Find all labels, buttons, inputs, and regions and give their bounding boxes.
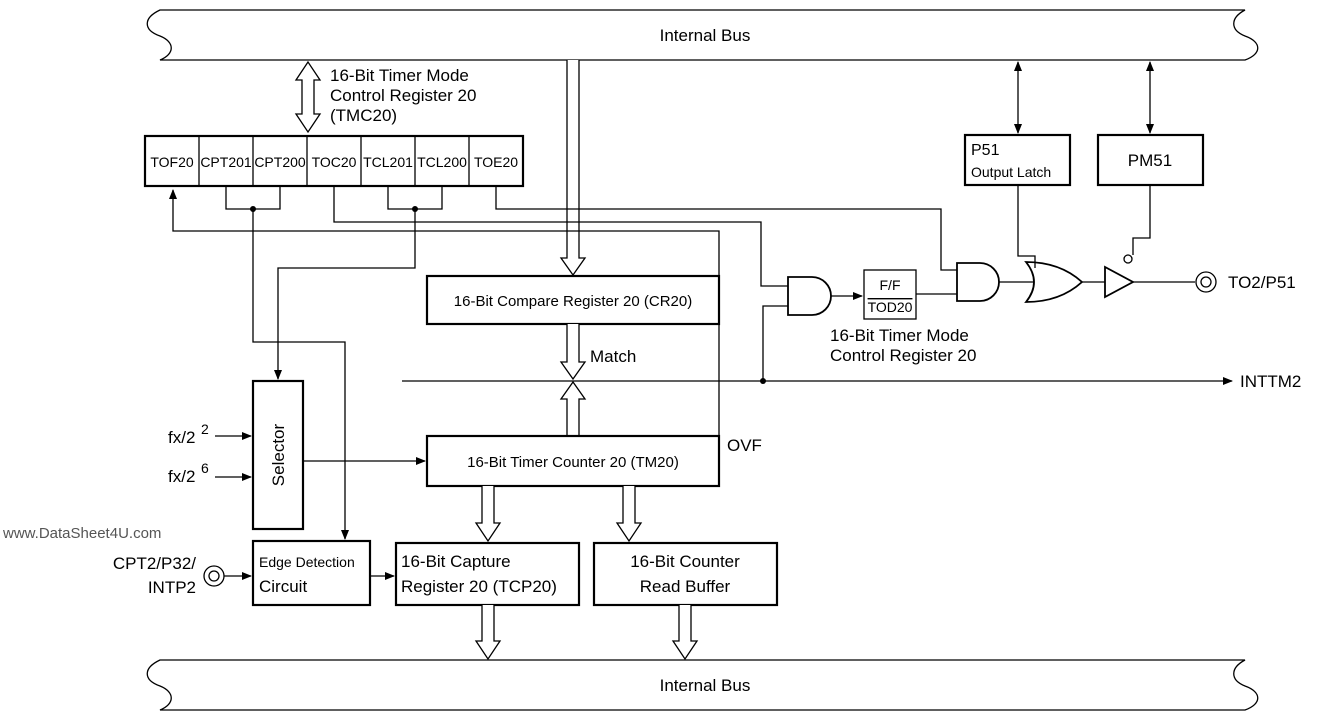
tm20-to-tcp20-arrow <box>474 486 502 543</box>
clock-selector: Selector <box>251 379 305 531</box>
internal-bus-bottom-label: Internal Bus <box>660 676 751 695</box>
p51-latch-line1: P51 <box>971 142 1000 159</box>
compare-register-cr20: 16-Bit Compare Register 20 (CR20) <box>425 274 721 326</box>
tmc20-title-line2: Control Register 20 <box>330 86 476 105</box>
to2-p51-pin-icon <box>1195 271 1217 293</box>
cpt2-pin-label-line2: INTP2 <box>148 578 196 597</box>
and-gate-2 <box>956 262 1000 302</box>
clock-input-fx-2-2: fx/2 2 <box>168 421 252 447</box>
cr20-label: 16-Bit Compare Register 20 (CR20) <box>454 293 692 310</box>
tmc20-title-line1: 16-Bit Timer Mode <box>330 66 469 85</box>
to2-p51-pin-label: TO2/P51 <box>1228 273 1296 292</box>
flipflop-tod20: F/F TOD20 <box>863 269 917 320</box>
output-buffer <box>1104 265 1135 299</box>
p51-latch-to-or-wire <box>1017 185 1036 268</box>
fx1-base-label: fx/2 <box>168 428 195 447</box>
tod20-caption-line2: Control Register 20 <box>830 346 976 365</box>
bit-toc20: TOC20 <box>312 154 357 170</box>
tmc20-title: 16-Bit Timer Mode Control Register 20 (T… <box>330 66 476 125</box>
cpt2-pin-icon <box>203 565 225 587</box>
or-gate <box>1024 261 1084 303</box>
tcp20-line1: 16-Bit Capture <box>401 552 511 571</box>
fx1-exp-label: 2 <box>201 421 209 437</box>
inttm2-pin-label: INTTM2 <box>1240 372 1301 391</box>
tm20-to-read-buffer-arrow <box>615 486 643 543</box>
tcp20-line2: Register 20 (TCP20) <box>401 577 557 596</box>
edge-detection-circuit: Edge Detection Circuit <box>251 539 372 607</box>
pm51-to-buffer-wire <box>1132 185 1151 255</box>
tcl-bits-merge-wire <box>387 186 443 210</box>
fx2-base-label: fx/2 <box>168 467 195 486</box>
ovf-to-tof20-wire <box>169 189 720 461</box>
selector-label: Selector <box>269 423 288 486</box>
tmc20-title-line3: (TMC20) <box>330 106 397 125</box>
ff-label: F/F <box>880 277 901 293</box>
tmc20-register: TOF20 CPT201 CPT200 TOC20 TCL201 TCL200 … <box>143 134 525 188</box>
match-label: Match <box>590 347 636 366</box>
tod20-label: TOD20 <box>868 299 913 315</box>
ovf-label: OVF <box>727 436 762 455</box>
internal-bus-top: Internal Bus <box>146 9 1259 61</box>
bit-tcl201: TCL201 <box>363 154 413 170</box>
p51-output-latch: P51 Output Latch <box>963 133 1072 187</box>
read-buffer-line2: Read Buffer <box>640 577 731 596</box>
bus-to-cr20-arrow <box>559 60 587 277</box>
timer-counter-tm20: 16-Bit Timer Counter 20 (TM20) <box>425 434 721 488</box>
bit-tof20: TOF20 <box>150 154 194 170</box>
buffer-enable-inverter-bubble <box>1123 254 1133 264</box>
toe20-to-and2-wire <box>495 186 957 271</box>
cr20-match-arrow <box>559 324 587 381</box>
and-gate-1 <box>787 276 832 316</box>
capture-register-tcp20: 16-Bit Capture Register 20 (TCP20) <box>394 541 581 607</box>
bit-cpt201: CPT201 <box>200 154 252 170</box>
tod20-caption-line1: 16-Bit Timer Mode <box>830 326 969 345</box>
cpt-to-edge-wire <box>252 209 349 540</box>
read-buffer-line1: 16-Bit Counter <box>630 552 740 571</box>
tcl-to-selector-wire <box>274 209 416 380</box>
tcp20-to-bus-arrow <box>474 605 502 661</box>
pm51-label: PM51 <box>1128 151 1172 170</box>
counter-read-buffer: 16-Bit Counter Read Buffer <box>592 541 779 607</box>
edge-line1: Edge Detection <box>259 554 355 570</box>
bit-cpt200: CPT200 <box>254 154 306 170</box>
tm20-label: 16-Bit Timer Counter 20 (TM20) <box>467 454 679 471</box>
tmc20-bus-arrow <box>294 60 322 134</box>
p51-latch-line2: Output Latch <box>971 164 1051 180</box>
toc20-to-and1-wire <box>333 186 788 287</box>
read-buffer-to-bus-arrow <box>671 605 699 661</box>
tm20-match-arrow <box>559 380 587 436</box>
clock-input-fx-2-6: fx/2 6 <box>168 460 252 486</box>
cpt2-pin-label-line1: CPT2/P32/ <box>113 554 196 573</box>
pm51-register: PM51 <box>1096 133 1205 187</box>
watermark-text: www.DataSheet4U.com <box>2 525 161 542</box>
bit-toe20: TOE20 <box>474 154 518 170</box>
internal-bus-bottom: Internal Bus <box>146 659 1259 711</box>
cpt-bits-merge-wire <box>225 186 281 210</box>
internal-bus-top-label: Internal Bus <box>660 26 751 45</box>
edge-line2: Circuit <box>259 577 307 596</box>
inttm2-to-and1-wire <box>762 305 788 381</box>
bit-tcl200: TCL200 <box>417 154 467 170</box>
fx2-exp-label: 6 <box>201 460 209 476</box>
